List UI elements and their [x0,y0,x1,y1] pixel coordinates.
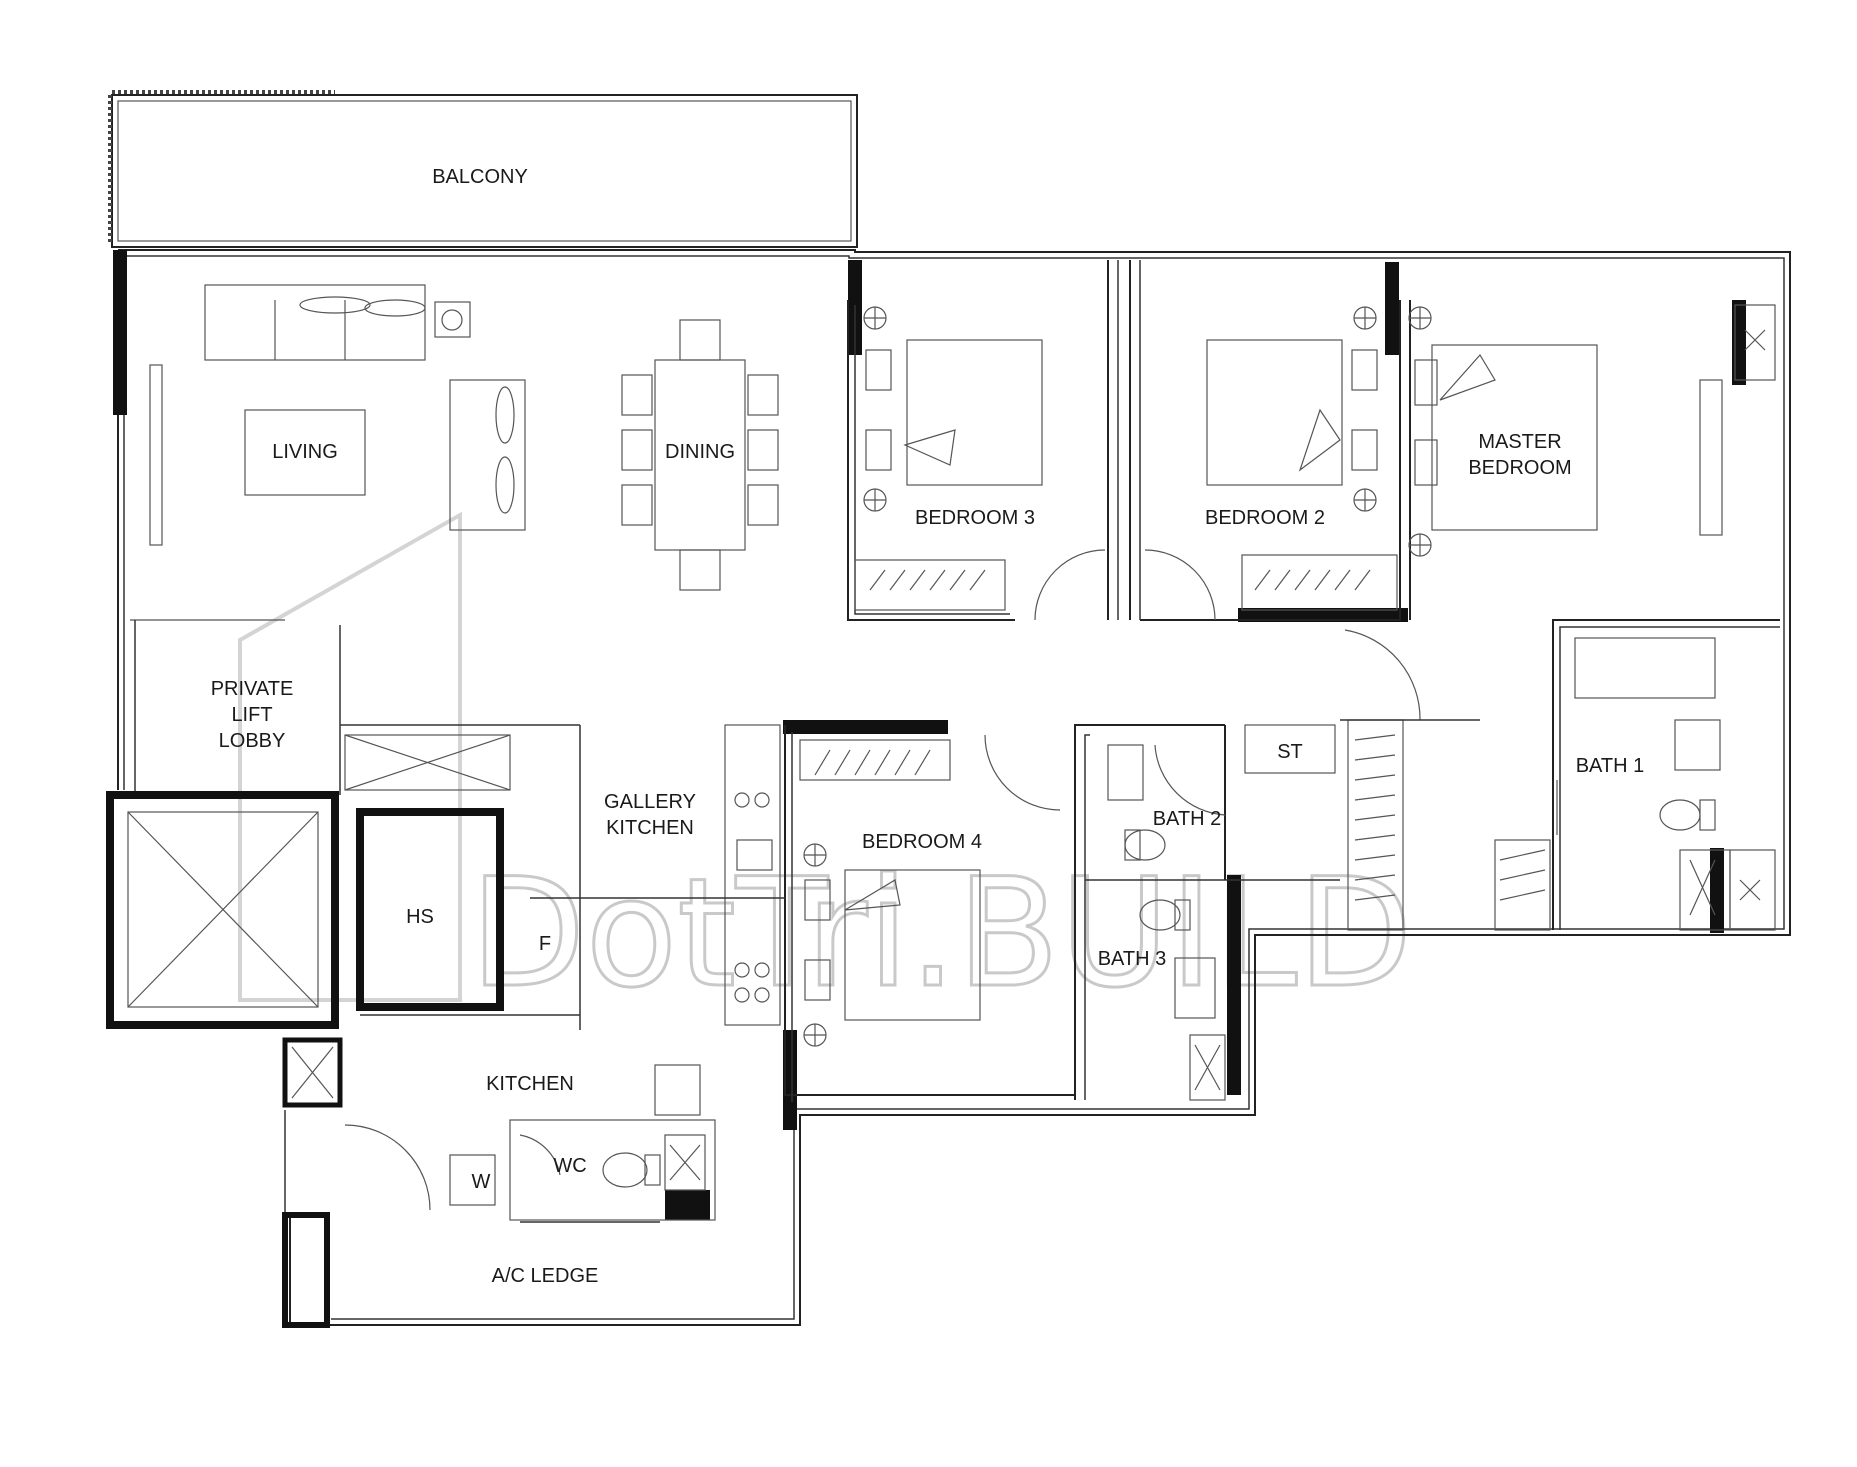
bedroom3-room [847,260,1119,621]
gallery-kitchen-counter [530,724,785,1026]
label-gallery-2: KITCHEN [606,817,694,839]
label-st: ST [1277,741,1303,763]
label-kitchen: KITCHEN [486,1073,574,1095]
label-wc: WC [553,1155,586,1177]
label-master-2: BEDROOM [1468,457,1571,479]
label-f: F [539,933,551,955]
balcony-area [108,90,858,248]
kitchen-utility [282,1037,716,1328]
bath2-bath3-rooms [1074,724,1226,1101]
label-hs: HS [406,906,434,928]
label-dining: DINING [665,441,735,463]
label-private-lift-1: PRIVATE [211,678,294,700]
label-master-1: MASTER [1478,431,1561,453]
bedroom2-room [1129,260,1401,621]
label-ac-ledge: A/C LEDGE [492,1265,599,1287]
st-storeroom [1224,719,1480,931]
label-bath3: BATH 3 [1098,948,1167,970]
label-bedroom2: BEDROOM 2 [1205,507,1325,529]
master-bedroom-room [1344,300,1776,721]
bath1-room [1494,619,1780,931]
label-bath1: BATH 1 [1576,755,1645,777]
label-bath2: BATH 2 [1153,808,1222,830]
lift-lobby [106,620,581,1030]
label-bedroom3: BEDROOM 3 [915,507,1035,529]
label-balcony: BALCONY [432,166,528,188]
outer-walls [117,249,1791,1326]
bedroom4-room [784,725,1075,1102]
label-private-lift-3: LOBBY [219,730,286,752]
label-private-lift-2: LIFT [231,704,272,726]
label-gallery-1: GALLERY [604,791,696,813]
label-living: LIVING [272,441,338,463]
label-bedroom4: BEDROOM 4 [862,831,982,853]
room-labels: BALCONY LIVING DINING BEDROOM 3 BEDROOM … [211,166,1645,1287]
label-w: W [472,1171,491,1193]
living-dining-furniture [130,284,779,621]
